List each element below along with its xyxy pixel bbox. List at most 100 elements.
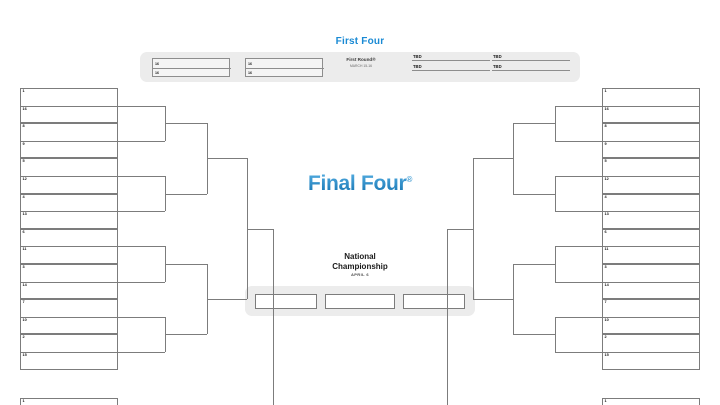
box-divider [21,140,117,142]
seed-label: 13 [604,212,609,217]
box-divider [21,351,117,353]
connector-line [555,140,602,142]
seed-label: 10 [22,317,27,322]
championship-semifinal-left-slot[interactable] [255,294,317,309]
connector-line [513,123,555,125]
seed-label: 15 [22,352,27,357]
championship-date: APRIL 6 [350,272,370,277]
connector-line [447,228,473,230]
connector-line [555,176,556,212]
matchup-box[interactable]: 4 13 [20,193,118,229]
seed-label: 4 [22,194,25,199]
seed-label: 16 [248,62,252,66]
seed-label: 3 [22,265,25,269]
first-four-title: First Four [335,36,385,47]
connector-line [555,105,556,141]
connector-line [513,264,555,265]
connector-line [118,316,165,318]
connector-line [118,211,165,213]
championship-semifinal-right-slot[interactable] [403,294,465,309]
seed-label: 15 [604,352,609,357]
connector-line [165,334,207,336]
connector-line [118,140,165,142]
seed-label: 5 [22,159,25,164]
box-divider [21,281,117,283]
tbd-label: TBD [493,54,502,59]
connector-line [473,299,513,301]
connector-line [118,246,165,248]
connector-line [513,264,514,335]
seed-label: 6 [604,229,607,234]
seed-label: 16 [155,62,159,66]
box-divider [21,246,117,248]
box-divider [603,316,699,318]
seed-label: 8 [604,124,607,129]
matchup-box[interactable]: 116 [602,397,700,405]
first-four-tbd-matchup[interactable]: TBD TBD [412,52,490,71]
matchup-box[interactable]: 6 11 [20,228,118,264]
seed-label: 8 [22,124,25,129]
championship-line2: Championship [332,262,388,271]
tbd-label: TBD [413,64,422,69]
championship-title: National Championship [0,252,720,272]
seed-label: 1 [22,398,25,403]
box-divider [153,68,231,69]
connector-line [447,228,448,405]
tbd-label: TBD [413,54,422,59]
box-divider [603,211,699,213]
seed-label: 3 [604,265,607,269]
connector-line [207,123,208,194]
slot-line [412,70,490,71]
championship-winner-slot[interactable] [325,294,395,309]
matchup-box[interactable]: 116 [20,397,118,405]
seed-label: 5 [604,159,607,164]
matchup-box[interactable]: 3 14 [602,264,700,300]
box-divider [21,175,117,177]
connector-line [513,334,555,336]
seed-label: 7 [604,300,607,305]
championship-panel [245,286,475,316]
connector-line [473,158,474,300]
connector-line [555,211,602,213]
connector-line [165,193,207,195]
matchup-box[interactable]: 1 16 [602,88,700,124]
seed-label: 16 [604,106,609,111]
seed-label: 16 [155,71,159,75]
connector-line [118,352,165,353]
connector-line [513,123,514,194]
connector-line [513,193,555,195]
connector-line [207,158,247,160]
connector-line [555,352,602,353]
seed-label: 1 [604,398,607,403]
first-four-round-info: First Round®MARCH 15-16 [323,57,399,68]
seed-label: 13 [22,212,27,217]
seed-label: 9 [22,141,25,146]
connector-line [247,158,248,300]
seed-label: 16 [248,71,252,75]
seed-label: 14 [604,282,609,287]
round-label: First Round® [346,57,376,62]
seed-label: 6 [22,229,25,234]
seed-label: 11 [22,247,27,252]
connector-line [207,299,247,301]
box-divider [21,211,117,213]
seed-label: 1 [604,89,607,93]
connector-line [555,316,602,318]
